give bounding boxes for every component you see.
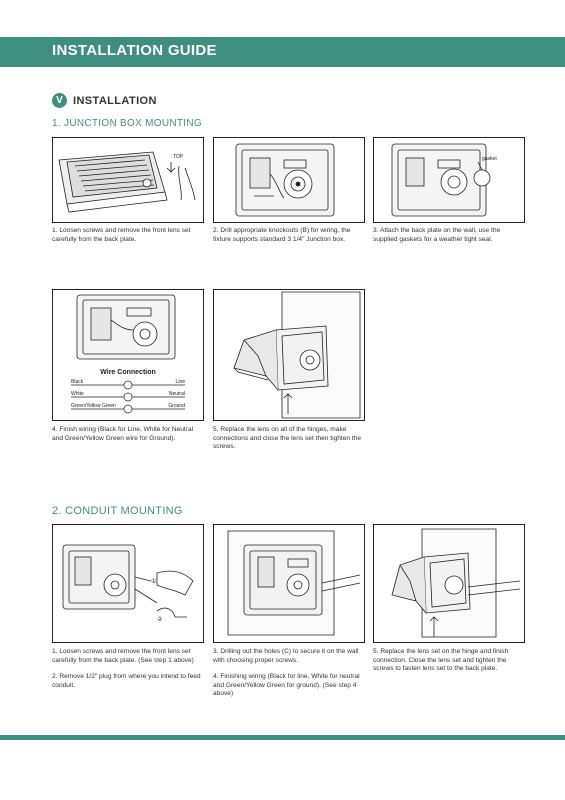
- conduit-step-1-text: 1. Loosen screws and remove the front le…: [52, 648, 194, 664]
- wire-ground-label: Ground: [168, 403, 185, 409]
- junction-step-3-text: 3. Attach the back plate on the wall, us…: [373, 227, 501, 243]
- junction-step-5-figure: [213, 289, 365, 421]
- wire-line-label: Line: [176, 379, 186, 385]
- conduit-step-1-figure: ① ②: [52, 524, 204, 643]
- conduit-step-4-text: 4. Finishing wiring (Black for line, Whi…: [213, 673, 360, 698]
- junction-step-2-figure: [213, 137, 365, 223]
- junction-step-5-text: 5. Replace the lens on all of the hinges…: [213, 426, 362, 451]
- section-badge: V: [52, 93, 67, 108]
- section-title: INSTALLATION: [73, 95, 157, 107]
- footer-bar: [0, 735, 565, 740]
- conduit-step-3-text: 3. Drilling out the holes (C) to secure …: [213, 648, 359, 664]
- junction-box-heading: 1. JUNCTION BOX MOUNTING: [52, 118, 202, 129]
- conduit-heading: 2. CONDUIT MOUNTING: [52, 505, 183, 517]
- top-label: TOP: [173, 154, 184, 160]
- junction-step-3-figure: gasket: [373, 137, 525, 223]
- wire-neutral-label: Neutral: [169, 391, 185, 397]
- wire-white-label: White: [71, 391, 84, 397]
- conduit-step-5-text: 5. Replace the lens set on the hinge and…: [373, 648, 509, 673]
- wire-green-label: Green/Yellow Green: [71, 403, 116, 409]
- conduit-step-2-text: 2. Remove 1/2" plug from where you inten…: [52, 673, 201, 689]
- junction-step-1-text: 1. Loosen screws and remove the front le…: [52, 227, 191, 243]
- junction-step-4-figure: Wire Connection Black Line White Neutral…: [52, 289, 204, 421]
- wire-connection-title: Wire Connection: [100, 369, 156, 376]
- conduit-step-3-figure: [213, 524, 365, 643]
- callout-2: ②: [157, 616, 163, 623]
- conduit-step-5-figure: [373, 524, 525, 643]
- gasket-label: gasket: [482, 156, 497, 162]
- junction-step-2-text: 2. Drill appropriate knockouts (B) for w…: [213, 227, 351, 243]
- junction-step-4-text: 4. Finish wiring (Black for Line, White …: [52, 426, 194, 442]
- page-title: INSTALLATION GUIDE: [52, 42, 217, 59]
- callout-1: ①: [151, 578, 156, 585]
- junction-step-1-figure: TOP: [52, 137, 204, 223]
- wire-black-label: Black: [71, 379, 84, 385]
- header-bar: INSTALLATION GUIDE: [0, 37, 565, 67]
